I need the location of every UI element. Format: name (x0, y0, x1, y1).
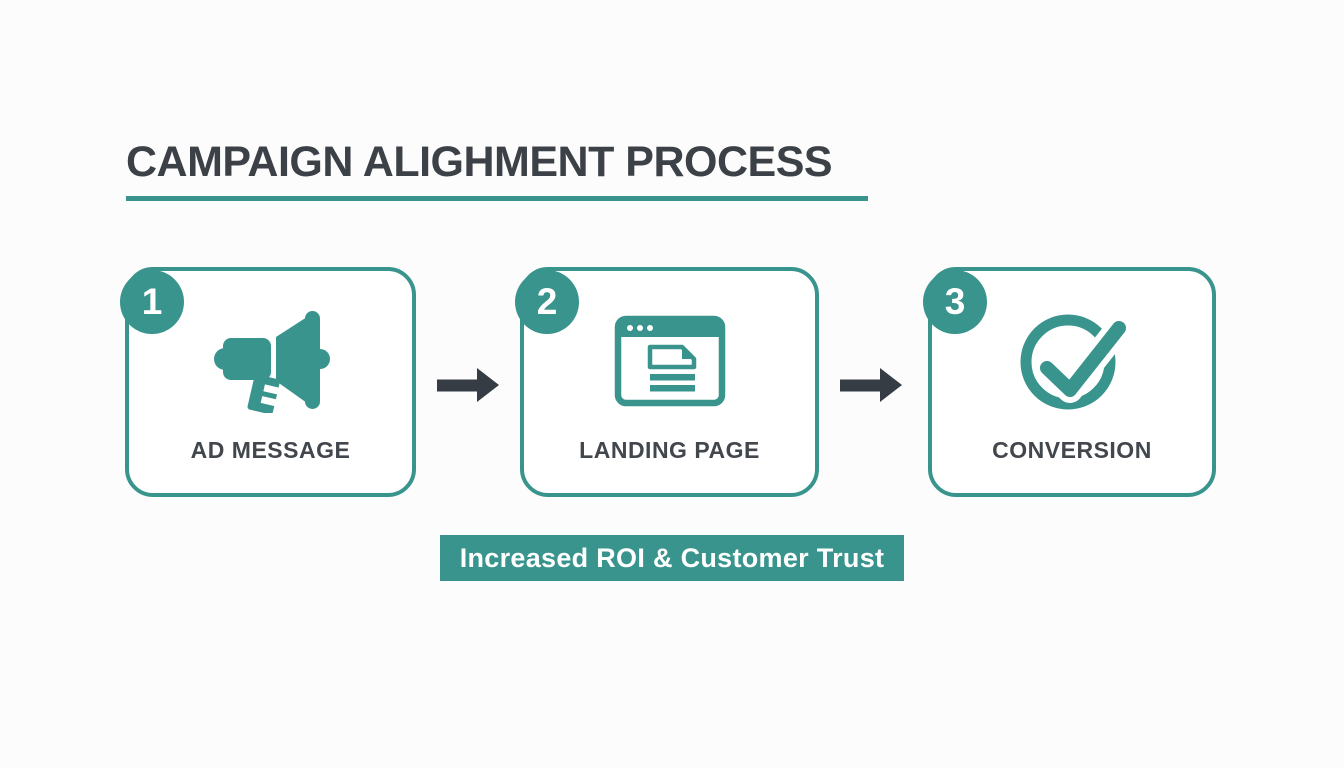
page-title: CAMPAIGN ALIGHMENT PROCESS (126, 138, 833, 186)
arrow-right-icon (437, 365, 499, 405)
step-card-conversion: 3 CONVERSION (923, 267, 1216, 497)
step-card-ad-message: 1 AD MESSAGE (120, 267, 416, 497)
step-number-badge: 1 (120, 270, 184, 334)
title-underline (126, 196, 868, 201)
step-number-badge: 3 (923, 270, 987, 334)
result-banner-text: Increased ROI & Customer Trust (459, 542, 885, 573)
step-card-landing-page: 2 LANDING PAGE (515, 267, 819, 497)
browser-window-icon (524, 315, 815, 407)
step-number-badge: 2 (515, 270, 579, 334)
megaphone-icon (129, 309, 412, 413)
check-circle-icon (932, 306, 1212, 412)
result-banner: Increased ROI & Customer Trust (440, 535, 904, 581)
step-label: AD MESSAGE (190, 437, 351, 463)
arrow-right-icon (840, 365, 902, 405)
step-label: CONVERSION (992, 437, 1152, 463)
step-label: LANDING PAGE (579, 437, 760, 463)
